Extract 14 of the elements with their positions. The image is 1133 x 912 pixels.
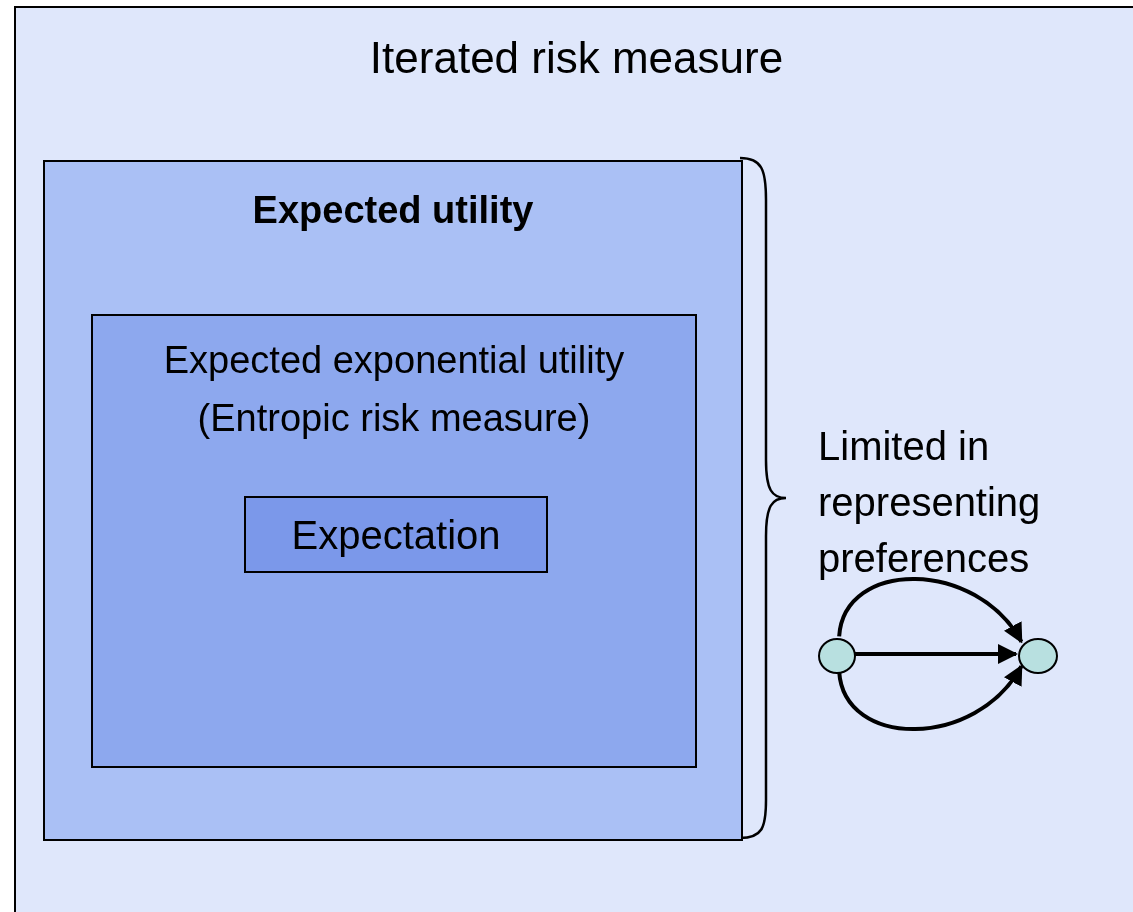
box-title: Expected utility [251, 188, 535, 233]
nested-box [43, 160, 743, 841]
innermost-box [244, 496, 548, 573]
arrow [836, 664, 1023, 731]
annotation-text: Limited in representing preferences [818, 423, 1042, 582]
box-subtitle: (Entropic risk measure) [196, 396, 592, 441]
circle-node [1018, 638, 1058, 674]
circle-node [818, 638, 856, 674]
box-title: Iterated risk measure [368, 32, 785, 84]
box-title: Expectation [290, 512, 502, 559]
outer-box [14, 6, 1133, 912]
nested-box [91, 314, 697, 768]
arrow [836, 576, 1023, 643]
box-title: Expected exponential utility [162, 338, 626, 383]
